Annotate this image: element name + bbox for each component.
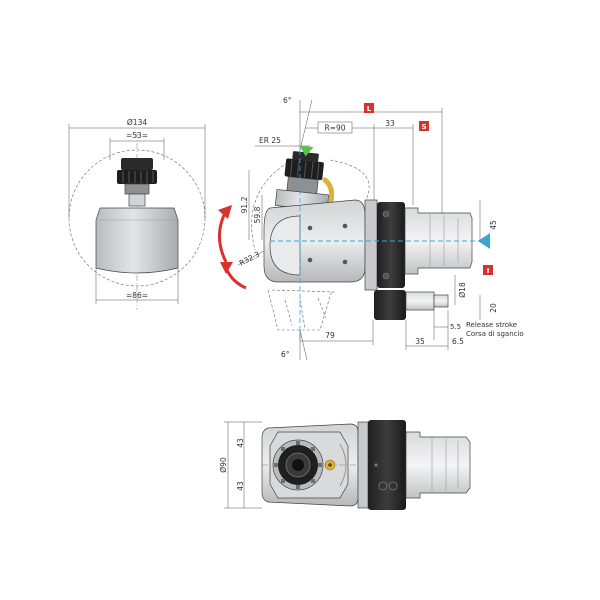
dim-text-d18: Ø18 (458, 282, 467, 298)
bottom-hsk-shank (405, 431, 471, 499)
dark-body (377, 202, 405, 288)
bottom-view: Ø90 43 43 (219, 420, 471, 510)
dim-text-20: 20 (489, 303, 498, 313)
connection-plate (364, 199, 378, 291)
main-view: 6° L R=90 33 S ER 25 91.2 (218, 96, 524, 361)
dark-body-screw-2 (382, 272, 390, 280)
dim-text-45: 45 (489, 220, 498, 230)
bottom-dark-circle-1 (378, 481, 388, 491)
collet-nut-top (121, 158, 153, 170)
bottom-dark-body (368, 420, 406, 510)
side-view-housing (95, 207, 179, 274)
label-S-box (419, 121, 429, 131)
dim-text-53: =53= (126, 131, 148, 140)
rotation-arrow-upper (218, 214, 228, 263)
dim-text-5-5: 5.5 (450, 323, 461, 331)
dim-text-6-5: 6.5 (452, 337, 464, 346)
dim-text-r90: R=90 (324, 124, 345, 133)
release-stroke-it: Corsa di sgancio (466, 330, 524, 338)
dim-text-d134: Ø134 (127, 118, 147, 127)
dim-text-43-bottom: 43 (236, 481, 245, 491)
pivot-disk (269, 215, 301, 276)
label-I-box (483, 265, 493, 275)
label-I: I (487, 267, 490, 275)
label-S: S (421, 123, 426, 131)
label-L: L (367, 105, 372, 113)
dim-text-43-top: 43 (236, 438, 245, 448)
bottom-connection-plate (357, 421, 369, 509)
dim-text-35: 35 (415, 337, 425, 346)
collet-bore (292, 459, 304, 471)
dim-text-d90: Ø90 (219, 457, 228, 473)
release-stroke-en: Release stroke (466, 321, 517, 329)
angle-top-text: 6° (283, 96, 292, 105)
dim-text-59-8: 59.8 (253, 206, 262, 223)
rotation-arrowhead-down (220, 262, 233, 274)
stop-pin (433, 294, 449, 308)
side-view: Ø134 =53= =86= (68, 118, 206, 310)
screw-3 (307, 257, 313, 263)
stop-pin-block (405, 291, 435, 311)
dim-text-79: 79 (325, 331, 335, 340)
dim-text-91-2: 91.2 (240, 196, 249, 213)
screw-4 (342, 259, 348, 265)
angle-bottom-text: 6° (281, 350, 290, 359)
dim-text-86: =86= (126, 291, 148, 300)
screw-1 (307, 225, 313, 231)
bottom-dark-circle-2 (388, 481, 398, 491)
spindle-neck (124, 183, 150, 195)
dim-text-r32-3: R32.3 (238, 249, 262, 267)
dark-body-screw-1 (382, 210, 390, 218)
screw-2 (342, 223, 348, 229)
tilting-head (274, 145, 330, 212)
er25-text: ER 25 (259, 136, 281, 145)
lower-dark-block (374, 290, 406, 320)
rotation-arrow-lower (224, 267, 247, 290)
main-collet-nut (284, 158, 324, 181)
tool-tip-green (299, 145, 314, 157)
rotation-arrowhead-up (218, 205, 232, 219)
dim-text-33: 33 (385, 119, 395, 128)
axis-arrow (478, 233, 490, 249)
r90-box (317, 121, 353, 134)
spindle-flange (128, 193, 146, 207)
label-L-box (364, 103, 374, 113)
